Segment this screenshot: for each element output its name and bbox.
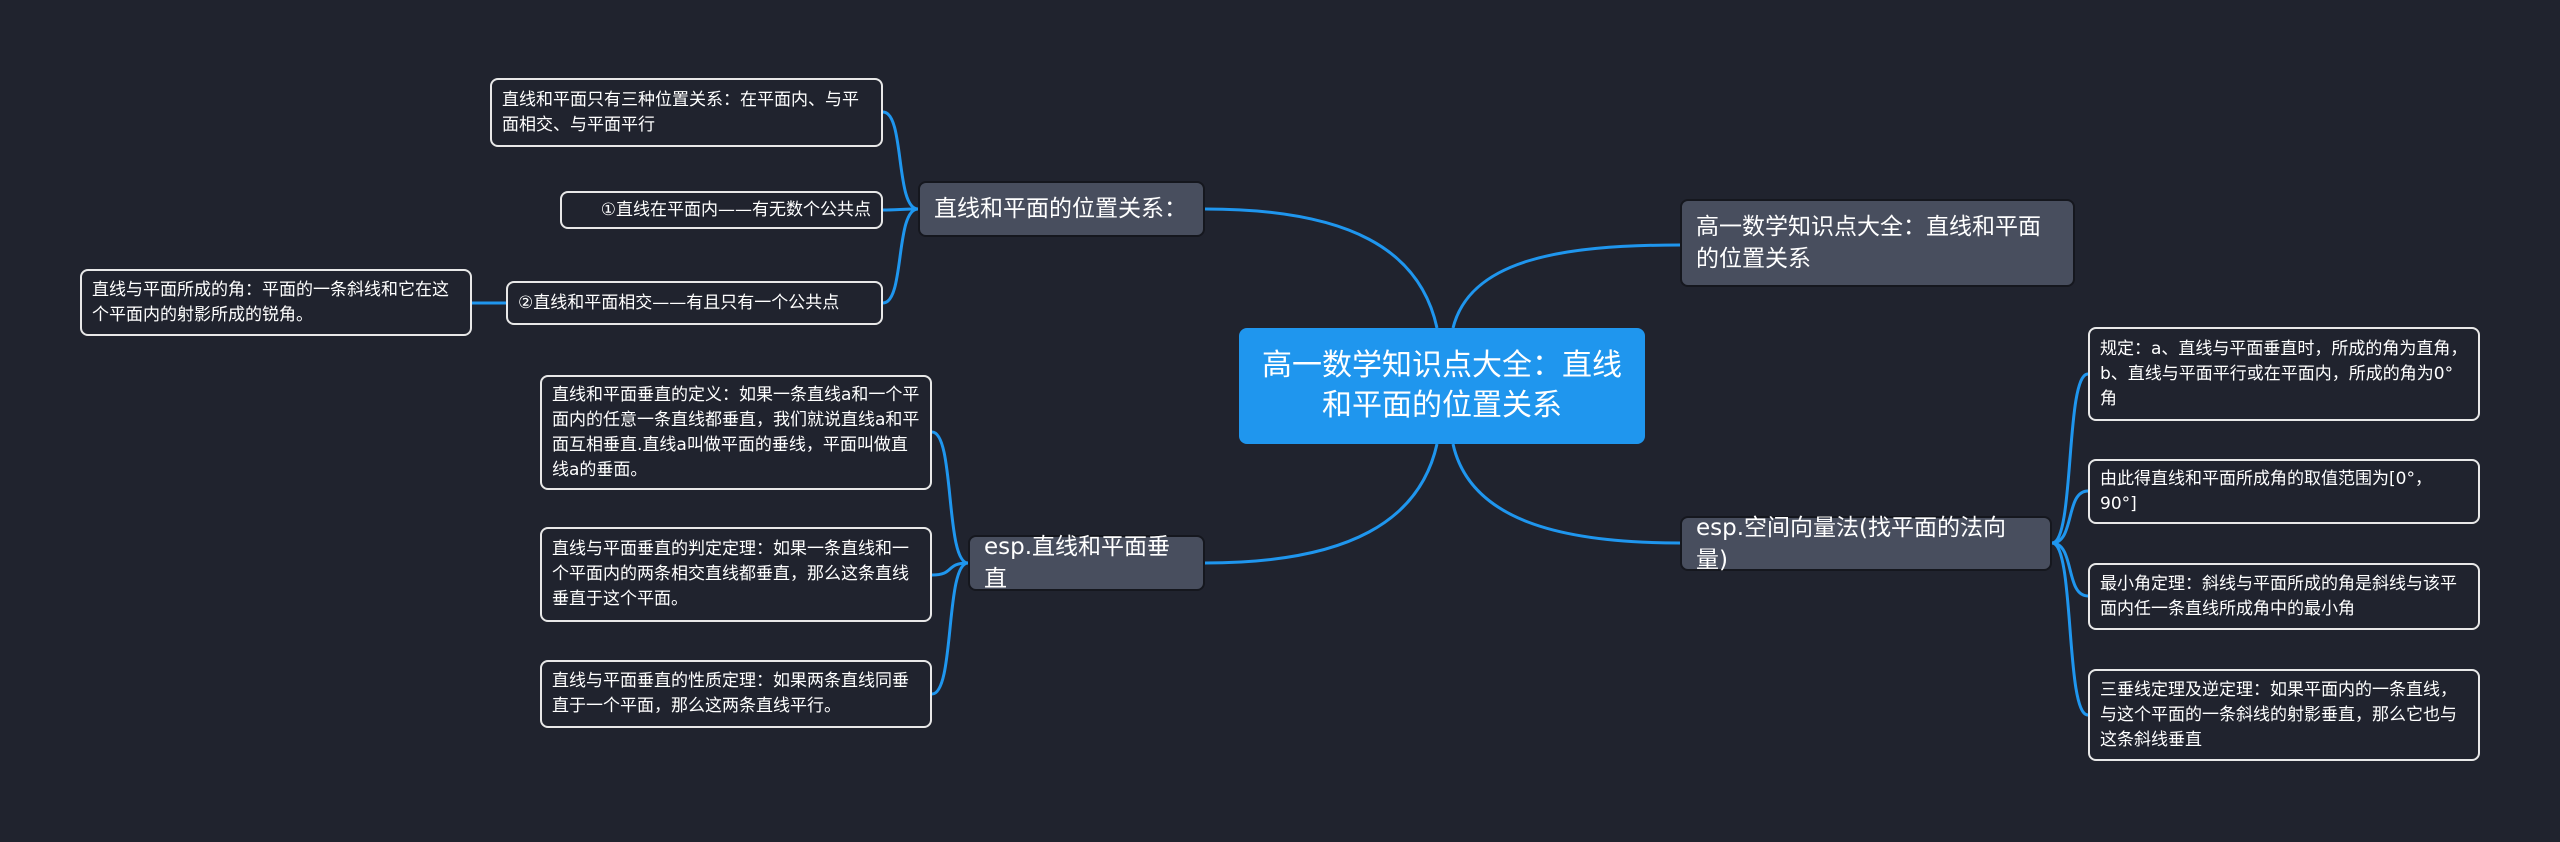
link-b4-l3 [2051, 541, 2089, 598]
link-b4-l4 [2051, 541, 2089, 717]
leaf-angle-definition[interactable]: 直线与平面所成的角：平面的一条斜线和它在这个平面内的射影所成的锐角。 [80, 269, 472, 336]
link-root-branch-2 [1204, 443, 1439, 565]
link-b2-l2 [931, 561, 969, 577]
leaf-perpendicular-criterion[interactable]: 直线与平面垂直的判定定理：如果一条直线和一个平面内的两条相交直线都垂直，那么这条… [540, 527, 932, 622]
branch-position-relation[interactable]: 直线和平面的位置关系： [918, 181, 1205, 237]
leaf-perpendicular-definition[interactable]: 直线和平面垂直的定义：如果一条直线a和一个平面内的任意一条直线都垂直，我们就说直… [540, 375, 932, 490]
link-b1-l3 [882, 207, 919, 305]
leaf-minimum-angle-theorem[interactable]: 最小角定理：斜线与平面所成的角是斜线与该平面内任一条直线所成角中的最小角 [2088, 563, 2480, 630]
link-root-branch-3 [1451, 243, 1681, 329]
leaf-line-intersects-plane[interactable]: ②直线和平面相交——有且只有一个公共点 [506, 281, 883, 325]
root-topic[interactable]: 高一数学知识点大全：直线和平面的位置关系 [1239, 328, 1645, 444]
leaf-three-perpendiculars-theorem[interactable]: 三垂线定理及逆定理：如果平面内的一条直线，与这个平面的一条斜线的射影垂直，那么它… [2088, 669, 2480, 761]
leaf-line-in-plane[interactable]: ①直线在平面内——有无数个公共点 [560, 191, 883, 229]
link-b2-l3 [931, 561, 969, 696]
link-b2-l1 [931, 430, 969, 565]
link-b1-l1 [882, 110, 919, 211]
leaf-angle-range[interactable]: 由此得直线和平面所成角的取值范围为[0°，90°] [2088, 459, 2480, 524]
branch-perpendicular[interactable]: esp.直线和平面垂直 [968, 534, 1205, 592]
branch-vector-method[interactable]: esp.空间向量法(找平面的法向量) [1680, 515, 2052, 573]
leaf-three-relations[interactable]: 直线和平面只有三种位置关系：在平面内、与平面相交、与平面平行 [490, 78, 883, 147]
leaf-angle-rule[interactable]: 规定：a、直线与平面垂直时，所成的角为直角，b、直线与平面平行或在平面内，所成的… [2088, 327, 2480, 421]
link-root-branch-4 [1451, 443, 1681, 545]
link-b4-l2 [2051, 489, 2089, 545]
link-b4-l1 [2051, 372, 2089, 545]
leaf-perpendicular-property[interactable]: 直线与平面垂直的性质定理：如果两条直线同垂直于一个平面，那么这两条直线平行。 [540, 660, 932, 728]
branch-title-repeat[interactable]: 高一数学知识点大全：直线和平面的位置关系 [1680, 199, 2075, 287]
link-root-branch-1 [1204, 207, 1439, 329]
